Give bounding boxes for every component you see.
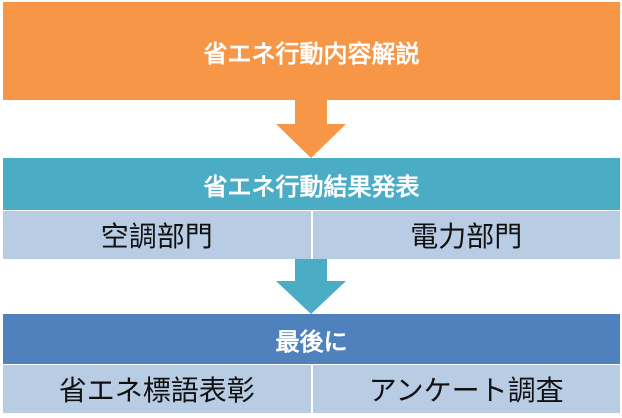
stage-2-items-row: 空調部門 電力部門 [3, 211, 620, 259]
stage-3-title: 最後に [275, 327, 348, 356]
stage-2-title: 省エネ行動結果発表 [203, 172, 420, 201]
item-survey: アンケート調査 [312, 365, 620, 413]
stage-2-results-header: 省エネ行動結果発表 [3, 158, 620, 210]
item-label: アンケート調査 [368, 374, 564, 407]
stage-1-title: 省エネ行動内容解説 [203, 39, 420, 68]
stage-1-explanation-box: 省エネ行動内容解説 [3, 2, 620, 100]
down-arrow-icon [276, 259, 346, 314]
stage-3-closing-header: 最後に [3, 314, 620, 364]
item-label: 空調部門 [100, 220, 213, 253]
item-slogan-award: 省エネ標語表彰 [3, 365, 313, 413]
item-electric-power: 電力部門 [312, 211, 620, 259]
stage-3-items-row: 省エネ標語表彰 アンケート調査 [3, 365, 620, 413]
item-label: 電力部門 [410, 220, 523, 253]
down-arrow-icon [276, 100, 346, 158]
item-label: 省エネ標語表彰 [58, 374, 255, 407]
item-air-conditioning: 空調部門 [3, 211, 313, 259]
